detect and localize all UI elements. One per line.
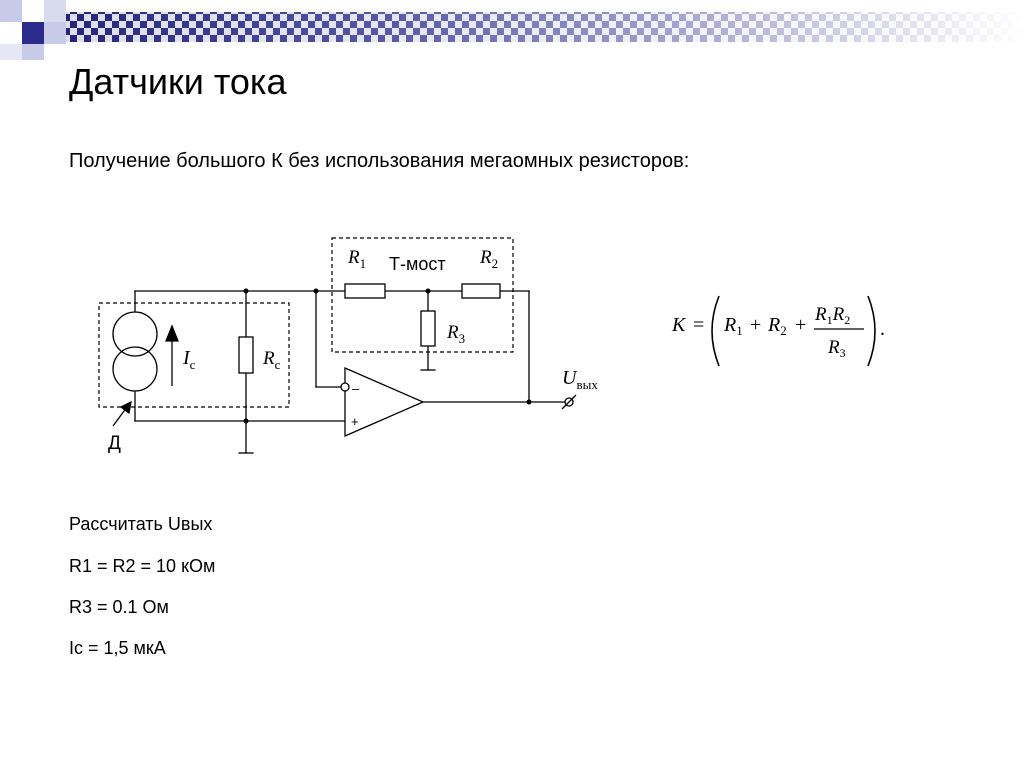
- dashed-boxes: [98, 237, 514, 408]
- formula-den: R3: [827, 337, 846, 360]
- current-arrow-head: [165, 324, 179, 342]
- slide-subtitle: Получение большого К без использования м…: [69, 150, 690, 172]
- task-line-4: Ic = 1,5 мкА: [69, 638, 166, 658]
- junction-dots: [243, 288, 532, 424]
- formula-r1: R1: [723, 314, 743, 338]
- op-amp-inverting-bubble: [340, 382, 350, 392]
- sensor-pointer: [112, 400, 132, 427]
- junction-dot: [313, 288, 319, 294]
- op-amp-minus-sign: –: [352, 381, 360, 396]
- output-terminal: [561, 394, 577, 410]
- formula-lhs: K: [671, 314, 687, 336]
- source-circle-lower: [112, 346, 158, 392]
- corner-square: [0, 22, 22, 44]
- resistor-r2: [461, 283, 501, 299]
- label-t-bridge: Т-мост: [389, 254, 446, 274]
- label-rc: Rc: [262, 348, 281, 372]
- label-r1: R1: [347, 247, 366, 271]
- formula-plus-1: +: [750, 314, 761, 336]
- corner-square: [0, 44, 22, 60]
- label-sensor: Д: [108, 433, 121, 454]
- resistor-rc: [238, 336, 254, 374]
- op-amp-triangle: [344, 367, 425, 437]
- formula-equals: =: [693, 314, 704, 336]
- junction-dot: [526, 399, 532, 405]
- sensor-box: [98, 302, 290, 408]
- source-circle-upper: [112, 311, 158, 357]
- formula-right-paren: [867, 295, 876, 367]
- corner-square: [0, 0, 22, 22]
- corner-square: [44, 0, 66, 22]
- corner-square: [22, 0, 44, 22]
- resistor-r1: [344, 283, 386, 299]
- current-source: [112, 311, 179, 392]
- corner-square: [44, 22, 66, 44]
- gain-formula: K = R1 + R2 + R1R2 R3 .: [671, 295, 885, 367]
- op-amp-plus-sign: +: [351, 414, 359, 429]
- circuit-labels: R1 Т-мост R2 R3 Rc Ic Uвых Д + –: [108, 247, 598, 454]
- label-r3: R3: [446, 322, 465, 346]
- header-decoration: [0, 0, 1024, 60]
- junction-dot: [243, 288, 249, 294]
- task-line-3: R3 = 0.1 Ом: [69, 597, 169, 617]
- header-band-checks: [60, 12, 1024, 42]
- formula-num: R1R2: [814, 304, 850, 327]
- slide-title: Датчики тока: [69, 61, 287, 102]
- t-bridge-box: [331, 237, 514, 353]
- junction-dot: [425, 288, 431, 294]
- label-ic: Ic: [182, 347, 196, 372]
- formula-plus-2: +: [795, 314, 806, 336]
- circuit-wires: [134, 290, 566, 454]
- output-terminal-slash: [561, 394, 577, 410]
- corner-square: [22, 22, 44, 44]
- formula-r2: R2: [767, 314, 787, 338]
- junction-dot: [243, 418, 249, 424]
- resistors: [238, 283, 501, 374]
- resistor-r3: [420, 310, 436, 347]
- formula-left-paren: [711, 295, 720, 367]
- task-line-1: Рассчитать Uвых: [69, 514, 213, 534]
- corner-square: [22, 44, 44, 60]
- task-line-2: R1 = R2 = 10 кОм: [69, 556, 216, 576]
- label-uout: Uвых: [562, 367, 598, 392]
- formula-period: .: [880, 318, 885, 340]
- op-amp: [340, 367, 425, 437]
- label-r2: R2: [479, 247, 498, 271]
